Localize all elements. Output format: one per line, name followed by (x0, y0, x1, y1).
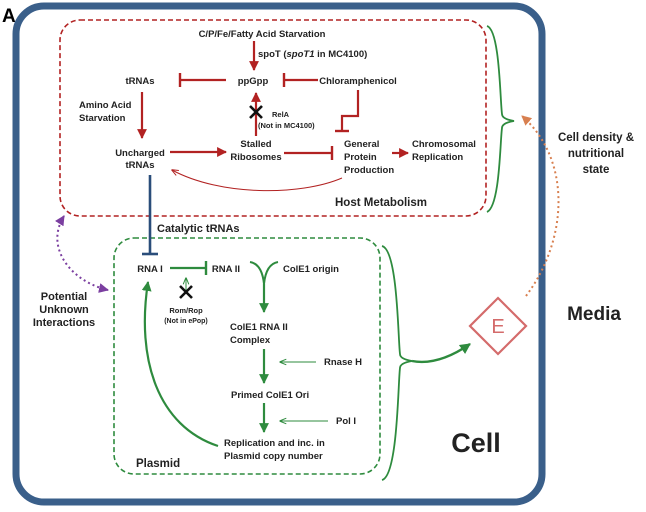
general-line2: Protein (344, 152, 377, 163)
chloramphenicol-label: Chloramphenicol (319, 76, 397, 87)
stalled-line1: Stalled (240, 139, 271, 150)
cell-density-line3: state (583, 164, 610, 176)
amino-acid-line2: Starvation (79, 113, 126, 124)
potential-line1: Potential (41, 291, 87, 303)
cole1-origin-label: ColE1 origin (283, 264, 339, 275)
potential-line2: Unknown (39, 304, 89, 316)
replication-line2: Plasmid copy number (224, 451, 323, 462)
uncharged-line1: Uncharged (115, 148, 165, 159)
rna2-label: RNA II (212, 264, 240, 275)
romrop-block-icon (179, 285, 193, 299)
rela-note: (Not in MC4100) (258, 121, 315, 130)
media-label: Media (567, 304, 621, 325)
spot-label: spoT (spoT1 in MC4100) (258, 49, 367, 60)
stalled-line2: Ribosomes (230, 152, 281, 163)
rela-label: RelA (272, 110, 290, 119)
general-line1: General (344, 139, 379, 150)
replication-to-rna1-curve (141, 281, 219, 448)
host-metabolism-title: Host Metabolism (335, 197, 427, 209)
potential-interactions-arrow (54, 215, 109, 293)
rnaseh-label: Rnase H (324, 357, 362, 368)
rna1-label: RNA I (137, 264, 163, 275)
primed-ori-label: Primed ColE1 Ori (231, 390, 309, 401)
potential-line3: Interactions (33, 317, 95, 329)
pol1-label: Pol I (336, 416, 356, 427)
chloramphenicol-inhibits-protein (340, 90, 360, 131)
protein-to-uncharged-curve (172, 170, 343, 192)
amino-acid-line1: Amino Acid (79, 100, 132, 111)
replication-line1: Replication and inc. in (224, 438, 325, 449)
chromosomal-line1: Chromosomal (412, 139, 476, 150)
e-diamond (468, 296, 528, 356)
romrop-note: (Not in ePop) (164, 318, 208, 325)
cell-density-line1: Cell density & (558, 132, 634, 144)
starvation-label: C/P/Fe/Fatty Acid Starvation (199, 29, 326, 40)
plasmid-brace (381, 245, 413, 481)
complex-line2: Complex (230, 335, 271, 346)
plasmid-box (113, 237, 381, 475)
general-line3: Production (344, 165, 394, 176)
host-metabolism-box (59, 19, 487, 217)
cell-density-line2: nutritional (568, 148, 624, 160)
cell-label: Cell (451, 428, 501, 458)
host-brace (486, 25, 515, 213)
romrop-label: Rom/Rop (169, 306, 203, 315)
rela-block-icon (249, 105, 263, 119)
plasmid-title: Plasmid (136, 458, 180, 470)
e-diamond-label: E (491, 316, 504, 338)
plasmid-to-e-arrow (411, 343, 471, 364)
uncharged-line2: tRNAs (125, 160, 154, 171)
trnas-label: tRNAs (125, 76, 154, 87)
ppgpp-label: ppGpp (238, 76, 269, 87)
media-feedback-arrow (521, 115, 560, 297)
chromosomal-line2: Replication (412, 152, 463, 163)
complex-line1: ColE1 RNA II (230, 322, 288, 333)
catalytic-trnas-label: Catalytic tRNAs (157, 223, 240, 235)
cole1-origin-bracket (249, 261, 279, 285)
panel-letter: A (2, 6, 16, 27)
cell-boundary (12, 2, 546, 506)
